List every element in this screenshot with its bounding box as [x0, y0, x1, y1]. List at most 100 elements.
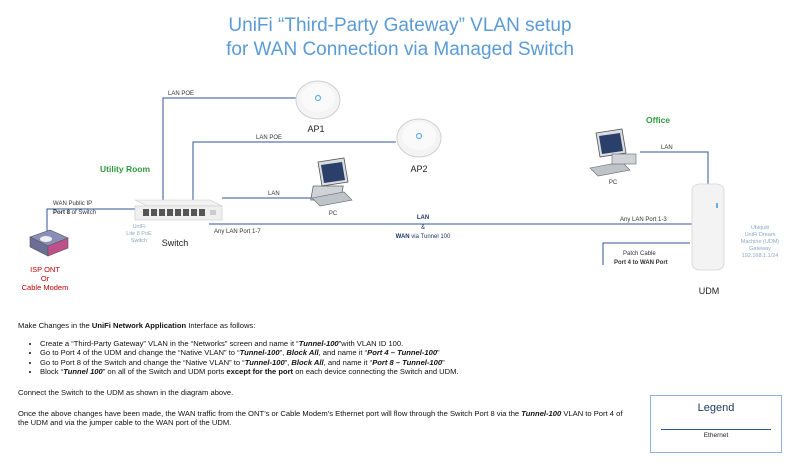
step4-mid: ” on all of the Switch and UDM ports	[102, 367, 227, 377]
step-create-vlan: Create a “Third-Party Gateway” VLAN in t…	[40, 339, 628, 349]
room-office: Office	[646, 115, 670, 125]
isp-line-1: ISP ONT	[30, 265, 60, 274]
office-pc-label: PC	[609, 180, 618, 186]
label-lan-poe-ap2: LAN POE	[256, 135, 282, 141]
intro-bold: UniFi Network Application	[91, 321, 187, 330]
switch-model-line-2: Lite 8 PoE	[126, 231, 152, 237]
step2-and: , and name it “	[318, 348, 368, 358]
label-wan-public-ip: WAN Public IP	[53, 201, 92, 207]
wire-patch-cable	[602, 242, 690, 265]
wire-switch-ap1	[162, 97, 296, 200]
udm-desc-line-3: Machine (UDM)	[741, 239, 780, 245]
office-pc-device: PC	[589, 128, 637, 186]
title-line-1: UniFi “Third-Party Gateway” VLAN setup	[228, 15, 571, 36]
legend-title: Legend	[697, 402, 735, 414]
udm-desc-line-1: Ubiquiti	[751, 225, 769, 231]
room-utility: Utility Room	[100, 164, 150, 174]
label-lan-office: LAN	[661, 145, 673, 151]
step2-end: ”	[437, 348, 440, 358]
ap1-device: AP1	[295, 80, 341, 134]
step-block-tunnel: Block “Tunnel 100” on all of the Switch …	[40, 367, 628, 377]
switch-icon	[134, 199, 223, 221]
label-trunk-amp: &	[421, 225, 425, 231]
switch-label: Switch	[162, 238, 189, 248]
legend-ethernet-line	[661, 429, 771, 430]
label-lan-poe-ap1: LAN POE	[168, 91, 194, 97]
udm-device: UDM Ubiquiti UniFi Dream Machine (UDM) G…	[691, 183, 780, 296]
step2-pre: Go to Port 4 of the UDM and change the “…	[40, 348, 240, 358]
pc-device: PC	[310, 157, 353, 217]
step-switch-port8: Go to Port 8 of the Switch and change th…	[40, 358, 628, 368]
step1-pre: Create a “Third-Party Gateway” VLAN in t…	[40, 338, 299, 348]
label-trunk-wan-bold: WAN	[396, 234, 410, 240]
instructions-connect: Connect the Switch to the UDM as shown i…	[18, 387, 234, 397]
step2-block: Block All	[286, 348, 319, 358]
udm-led-icon	[716, 203, 718, 208]
step4-bold: except for the port	[226, 367, 294, 377]
step2-name: Tunnel-100	[239, 348, 280, 358]
once-bold: Tunnel-100	[521, 408, 562, 418]
udm-desc-line-2: UniFi Dream	[745, 232, 776, 238]
step-udm-port4: Go to Port 4 of the UDM and change the “…	[40, 348, 628, 358]
ap1-label: AP1	[307, 124, 324, 134]
legend-ethernet-label: Ethernet	[703, 432, 729, 439]
ap2-led-icon	[415, 132, 423, 140]
isp-device: ISP ONT Or Cable Modem	[22, 229, 69, 292]
isp-line-3: Cable Modem	[22, 283, 69, 292]
ap1-led-icon	[314, 94, 322, 102]
instructions-list: Create a “Third-Party Gateway” VLAN in t…	[18, 339, 628, 377]
pc-label: PC	[329, 211, 338, 217]
label-patch-cable: Patch Cable	[623, 251, 656, 257]
step3-port: Port 8 – Tunnel-100	[372, 357, 443, 367]
instructions: Make Changes in the UniFi Network Applic…	[18, 321, 628, 428]
step3-pre: Go to Port 8 of the Switch and change th…	[40, 357, 245, 367]
legend-box: Legend Ethernet	[650, 395, 782, 453]
udm-desc-line-4: Gateway	[749, 246, 771, 252]
step1-name: Tunnel-100	[298, 338, 339, 348]
wire-isp-switch	[46, 208, 135, 237]
udm-label: UDM	[699, 286, 720, 296]
once-post: VLAN to Port 4 of the UDM and via the ju…	[18, 408, 623, 428]
label-port8-rest: of Switch	[70, 210, 96, 216]
step3-mid: ”,	[284, 357, 292, 367]
step4-post: on each device connecting the Switch and…	[293, 367, 459, 377]
udm-desc-line-5: 192.168.1.1/24	[742, 253, 779, 259]
office-pc-icon	[589, 128, 637, 177]
label-patch-port: Port 4 to WAN Port	[614, 260, 668, 266]
instructions-intro: Make Changes in the UniFi Network Applic…	[18, 321, 628, 331]
switch-device: UniFi Lite 8 PoE Switch Switch	[126, 199, 223, 248]
intro-post: Interface as follows:	[186, 321, 256, 330]
step2-port: Port 4 – Tunnel-100	[367, 348, 438, 358]
label-lan-pc: LAN	[268, 191, 280, 197]
switch-model-line-3: Switch	[131, 238, 147, 244]
wire-switch-ap2	[192, 141, 396, 200]
step3-and: , and name it “	[323, 357, 373, 367]
step4-pre: Block “	[40, 367, 64, 377]
label-any-lan-1-7: Any LAN Port 1-7	[214, 229, 261, 235]
wire-office-pc-udm	[640, 151, 709, 185]
isp-line-2: Or	[41, 274, 50, 283]
step1-post: ”with VLAN ID 100.	[338, 338, 404, 348]
ethernet-wires	[46, 97, 709, 265]
pc-icon	[310, 157, 353, 207]
instructions-once: Once the above changes have been made, t…	[18, 409, 628, 428]
udm-icon	[691, 183, 725, 271]
label-port8-switch: Port 8 of Switch	[53, 210, 96, 216]
title-line-2: for WAN Connection via Managed Switch	[226, 39, 574, 60]
label-any-lan-1-3: Any LAN Port 1-3	[620, 217, 667, 223]
intro-pre: Make Changes in the	[18, 321, 92, 330]
switch-model-line-1: UniFi	[133, 224, 146, 230]
step4-name: Tunnel 100	[63, 367, 103, 377]
step3-end: ”	[442, 357, 445, 367]
ap1-icon-top	[301, 84, 335, 112]
ap2-icon-top	[402, 122, 436, 150]
step3-block: Block All	[291, 357, 324, 367]
once-pre: Once the above changes have been made, t…	[18, 408, 522, 418]
label-port8-bold: Port 8	[53, 210, 71, 216]
label-trunk-wan: WAN via Tunnel 100	[396, 234, 451, 240]
step3-name: Tunnel-100	[244, 357, 285, 367]
label-trunk-wan-rest: via Tunnel 100	[410, 234, 451, 240]
modem-icon	[29, 229, 69, 257]
